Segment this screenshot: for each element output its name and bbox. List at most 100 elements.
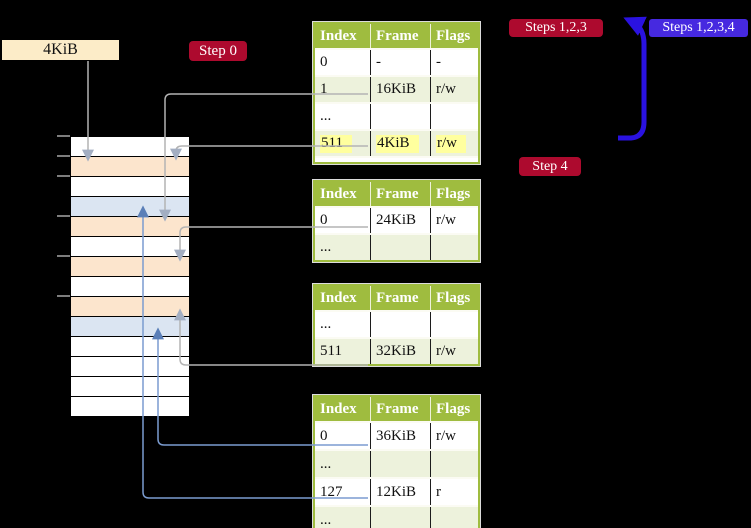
memory-frame-row: [71, 237, 189, 257]
table-cell: 4KiB: [370, 131, 430, 156]
cell-text: -: [436, 54, 441, 70]
table-cell: 24KiB: [370, 208, 430, 233]
step-0-badge: Step 0: [189, 41, 247, 61]
table-row: 511 32KiB r/w: [315, 337, 478, 364]
memory-tick: [57, 215, 70, 217]
table-cell: r/w: [430, 423, 478, 449]
cell-text: 32KiB: [376, 343, 417, 359]
table-cell: [430, 451, 478, 477]
column-header: Frame: [370, 24, 430, 48]
table-cell: ...: [315, 104, 370, 129]
table-cell: [430, 104, 478, 129]
column-header: Index: [320, 185, 357, 202]
memory-frame-row: [71, 397, 189, 416]
table-cell: r: [430, 479, 478, 505]
memory-frame-row: [71, 377, 189, 397]
memory-frame-row: [71, 197, 189, 217]
memory-frame-row: [71, 297, 189, 317]
column-header: Flags: [430, 397, 478, 421]
cell-text: r/w: [436, 81, 456, 97]
table-cell: [370, 235, 430, 260]
table-row: 1 16KiB r/w: [315, 75, 478, 102]
table-row: 0 - -: [315, 48, 478, 75]
memory-frame-row: [71, 177, 189, 197]
column-header: Flags: [430, 182, 478, 206]
steps-1234-badge: Steps 1,2,3,4: [649, 19, 748, 37]
cell-text: ...: [320, 455, 332, 472]
memory-tick: [57, 255, 70, 257]
cell-text: r/w: [436, 134, 466, 153]
memory-frame-row: [71, 257, 189, 277]
memory-tick: [57, 135, 70, 137]
memory-tick: [57, 295, 70, 297]
table-cell: ...: [315, 451, 370, 477]
table-cell: ...: [315, 507, 370, 528]
memory-frame-row: [71, 137, 189, 157]
table-cell: r/w: [430, 131, 478, 156]
column-header: Frame: [370, 286, 430, 310]
memory-tick: [57, 155, 70, 157]
cell-text: 16KiB: [376, 81, 417, 97]
cell-text: 1: [320, 81, 328, 97]
cell-text: ...: [320, 316, 332, 332]
memory-frame-row: [71, 157, 189, 177]
cell-text: 24KiB: [376, 212, 417, 228]
memory-frame-row: [71, 317, 189, 337]
table-cell: 127: [315, 479, 370, 505]
cell-text: -: [376, 54, 381, 70]
cell-text: ...: [320, 239, 332, 255]
cell-text: r/w: [436, 343, 456, 359]
table-cell: -: [430, 50, 478, 75]
table-cell: 511: [315, 131, 370, 156]
table-cell: 12KiB: [370, 479, 430, 505]
physical-memory-column: [70, 136, 190, 417]
table-cell: r/w: [430, 208, 478, 233]
cell-text: 12KiB: [376, 483, 417, 500]
table-cell: ...: [315, 235, 370, 260]
memory-frame-row: [71, 217, 189, 237]
steps-flow-arrow: [618, 16, 647, 141]
table-row: 511 4KiB r/w: [315, 129, 478, 156]
table-row: 0 36KiB r/w: [315, 421, 478, 449]
table-cell: ...: [315, 312, 370, 337]
table-cell: 1: [315, 77, 370, 102]
column-header: Index: [320, 27, 357, 44]
step-4-badge: Step 4: [519, 157, 581, 176]
steps-123-badge: Steps 1,2,3: [509, 19, 603, 37]
table-cell: 36KiB: [370, 423, 430, 449]
table-row: ...: [315, 310, 478, 337]
cell-text: r/w: [436, 212, 456, 228]
cell-text: ...: [320, 108, 332, 124]
cell-text: r: [436, 483, 441, 500]
table-row: 127 12KiB r: [315, 477, 478, 505]
table-row: ...: [315, 449, 478, 477]
column-header: Flags: [430, 24, 478, 48]
table-row: ...: [315, 102, 478, 129]
table-cell: r/w: [430, 339, 478, 364]
cell-text: 127: [320, 483, 343, 500]
cell-text: 511: [320, 134, 352, 153]
column-header: Index: [320, 289, 357, 306]
cell-text: 0: [320, 427, 328, 444]
table-cell: [370, 104, 430, 129]
clipped-partial-row: [315, 156, 478, 162]
table-cell: 0: [315, 423, 370, 449]
table-row: ...: [315, 505, 478, 528]
memory-frame-row: [71, 357, 189, 377]
column-header: Flags: [430, 286, 478, 310]
table-cell: [430, 507, 478, 528]
cell-text: 0: [320, 54, 328, 70]
cell-text: 36KiB: [376, 427, 417, 444]
column-header: Frame: [370, 182, 430, 206]
cell-text: 0: [320, 212, 328, 228]
cell-text: 4KiB: [376, 134, 419, 153]
table-cell: 511: [315, 339, 370, 364]
table-cell: [370, 507, 430, 528]
cell-text: ...: [320, 511, 332, 528]
table-cell: [370, 312, 430, 337]
table-cell: 16KiB: [370, 77, 430, 102]
